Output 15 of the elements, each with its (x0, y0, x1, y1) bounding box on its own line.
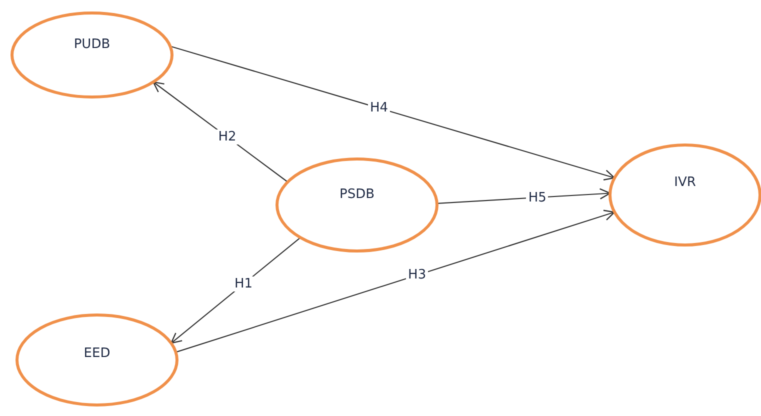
construct-label: EED (84, 346, 110, 361)
arrow (170, 46, 616, 180)
arrow (170, 237, 301, 344)
construct-label: IVR (674, 175, 696, 190)
construct-label: PUDB (74, 37, 110, 52)
construct-ellipse (275, 157, 439, 253)
edge-label: H2 (216, 129, 238, 144)
construct-ellipse (15, 313, 179, 407)
edge-label: H5 (526, 190, 548, 205)
arrow (176, 210, 616, 353)
construct-label: PSDB (339, 187, 375, 202)
arrow (436, 188, 611, 204)
construct-ellipse (10, 11, 174, 99)
arrow (152, 81, 288, 182)
edge-label: H1 (232, 276, 255, 292)
